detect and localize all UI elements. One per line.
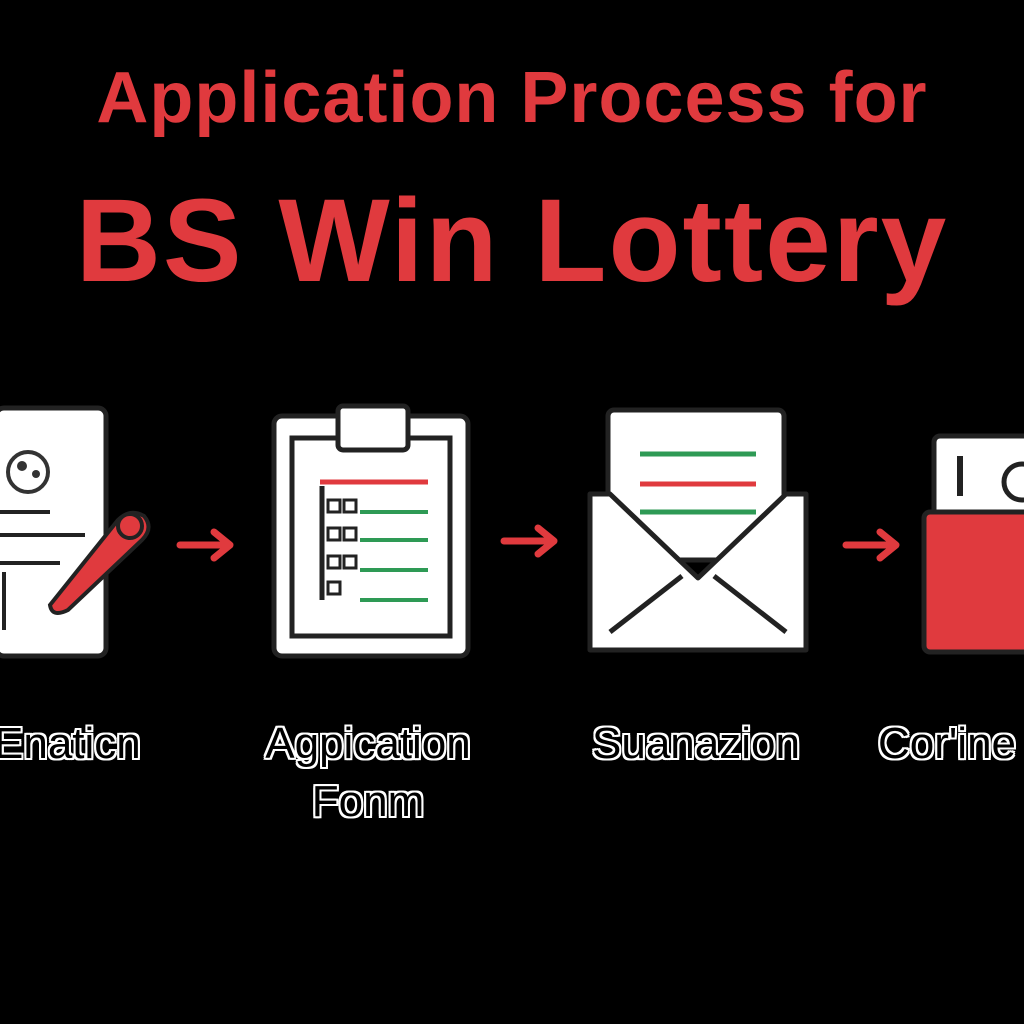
step-3-label: Suanazion — [592, 719, 800, 768]
step-2-label-line2: Fonm — [311, 777, 425, 826]
document-pen-icon — [0, 405, 151, 659]
wallet-card-icon — [921, 433, 1024, 655]
step-1-label: Enaticn — [0, 719, 141, 768]
arrow-right-icon — [842, 528, 900, 562]
title-line-2: BS Win Lottery — [75, 175, 949, 307]
arrow-right-icon — [176, 528, 234, 562]
arrow-right-icon — [500, 524, 558, 558]
step-4-label: Cor'ine — [878, 719, 1017, 768]
clipboard-form-icon — [271, 403, 471, 659]
title-line-1: Application Process for — [96, 58, 928, 138]
envelope-letter-icon — [587, 407, 809, 653]
step-2-label: Agpication — [265, 719, 471, 768]
